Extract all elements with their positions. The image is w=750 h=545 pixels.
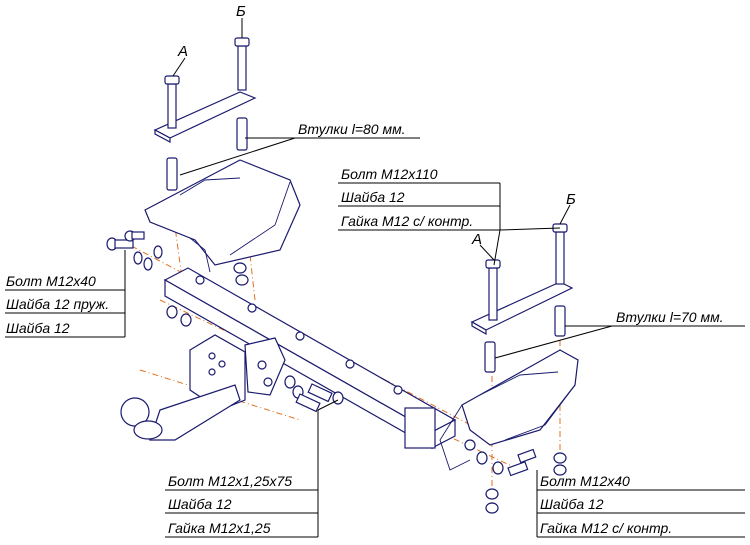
left-side-fasteners (106, 230, 249, 327)
group-top-right-line-2: Шайба 12 (341, 189, 405, 205)
letter-b-right: Б (566, 191, 576, 208)
group-left-line-1: Болт М12х40 (6, 273, 96, 289)
bushings-70-label: Втулки l=70 мм. (616, 309, 724, 325)
group-bottom-center-line-2: Шайба 12 (168, 496, 232, 512)
letter-a-right: А (471, 231, 482, 248)
group-bottom-right-line-1: Болт М12х40 (540, 473, 630, 489)
main-cross-beam (163, 267, 457, 450)
letter-a-left: А (177, 43, 188, 60)
group-left-line-2: Шайба 12 пруж. (6, 296, 109, 312)
group-bottom-center-line-3: Гайка М12х1,25 (168, 520, 271, 536)
letter-b-left: Б (236, 3, 246, 20)
left-mounting-bracket (144, 37, 301, 273)
group-bottom-center-line-1: Болт М12х1,25х75 (168, 473, 292, 489)
group-top-right-line-3: Гайка М12 с/ контр. (341, 213, 473, 229)
bushings-80-label: Втулки l=80 мм. (298, 121, 406, 137)
right-mounting-bracket (439, 223, 579, 471)
labels: А Б А Б Втулки l=80 мм. Втулки l=70 мм. … (6, 3, 724, 536)
group-bottom-right-line-2: Шайба 12 (540, 496, 604, 512)
tow-ball-mount (120, 334, 286, 441)
group-left-line-3: Шайба 12 (6, 320, 70, 336)
group-bottom-right-line-3: Гайка М12 с/ контр. (540, 520, 672, 536)
right-bottom-fasteners (464, 439, 567, 514)
group-top-right-line-1: Болт М12х110 (341, 166, 438, 182)
leader-lines (5, 18, 745, 538)
bottom-center-fasteners (284, 375, 344, 413)
